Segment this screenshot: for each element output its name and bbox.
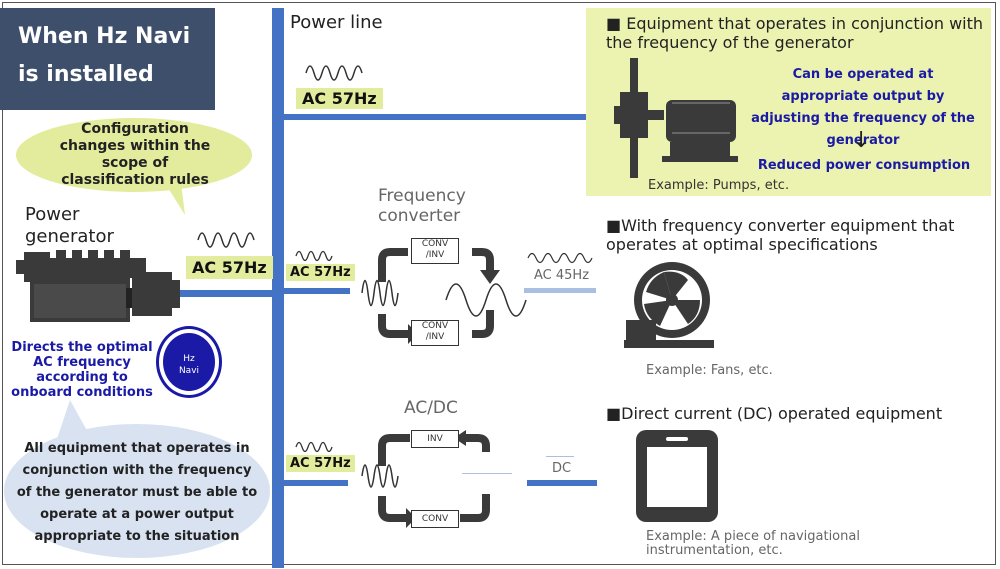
- sine-wave-icon: [527, 252, 593, 264]
- page-title: When Hz Navi is installed: [0, 8, 215, 110]
- acdc-branch-line: [284, 480, 348, 486]
- generator-icon: [16, 250, 180, 322]
- sine-wave-icon: [295, 250, 333, 262]
- conv-box: CONV: [411, 510, 459, 528]
- pump-example: Example: Pumps, etc.: [648, 178, 790, 193]
- sine-wave-icon: [305, 65, 363, 81]
- power-line-label: Power line: [290, 12, 383, 33]
- hz-navi-line1: Hz: [183, 354, 195, 364]
- dc-thin-tick: [546, 456, 574, 457]
- pump-section-heading: ■ Equipment that operates in conjunction…: [606, 14, 984, 52]
- pump-branch-line: [284, 114, 589, 120]
- bottom-bubble-text: All equipment that operates in conjuncti…: [16, 441, 258, 544]
- pump-icon: [614, 58, 738, 178]
- pump-result-text: Reduced power consumption: [757, 158, 971, 173]
- converter-output-freq: AC 45Hz: [534, 268, 590, 283]
- dc-section-heading: ■Direct current (DC) operated equipment: [606, 404, 943, 423]
- dc-output-line: [527, 480, 597, 486]
- directs-text: Directs the optimal AC frequency accordi…: [11, 340, 153, 400]
- tablet-icon: [636, 430, 718, 522]
- pump-section-panel: [586, 8, 991, 196]
- converter-branch-line: [284, 288, 350, 294]
- sine-wave-icon: [295, 441, 333, 453]
- dc-example: Example: A piece of navigational instrum…: [646, 529, 860, 558]
- pump-benefit-text: Can be operated at appropriate output by…: [751, 67, 975, 148]
- converter-bottom-box: CONV /INV: [411, 320, 459, 346]
- generator-label: Power generator: [25, 204, 114, 247]
- generator-feed-line: [176, 290, 274, 297]
- dc-thin-line: [462, 473, 512, 474]
- freq-converter-title: Frequency converter: [378, 186, 466, 226]
- generator-freq-tag: AC 57Hz: [186, 256, 273, 279]
- hz-navi-badge: Hz Navi: [156, 326, 222, 398]
- fan-example: Example: Fans, etc.: [646, 363, 773, 378]
- bottom-bubble: [4, 424, 270, 558]
- cycle-arrow-icon: [361, 430, 490, 528]
- converter-input-freq: AC 57Hz: [286, 264, 355, 281]
- sine-wave-icon: [197, 232, 255, 248]
- config-bubble-text: Configuration changes within the scope o…: [59, 121, 211, 188]
- pump-arrow: ↓: [852, 128, 871, 153]
- config-bubble: [16, 118, 252, 192]
- acdc-title: AC/DC: [404, 398, 458, 418]
- dc-output-label: DC: [552, 461, 572, 476]
- power-line-main: [272, 8, 284, 568]
- converter-top-box: CONV /INV: [411, 238, 459, 264]
- fan-icon: [624, 262, 714, 348]
- hz-navi-line2: Navi: [178, 366, 200, 376]
- inv-box: INV: [411, 430, 459, 448]
- pump-branch-freq-tag: AC 57Hz: [296, 88, 383, 109]
- acdc-input-freq: AC 57Hz: [286, 455, 355, 472]
- cycle-arrow-icon: [361, 248, 527, 344]
- fan-section-heading: ■With frequency converter equipment that…: [606, 216, 955, 254]
- converter-output-line: [524, 288, 596, 293]
